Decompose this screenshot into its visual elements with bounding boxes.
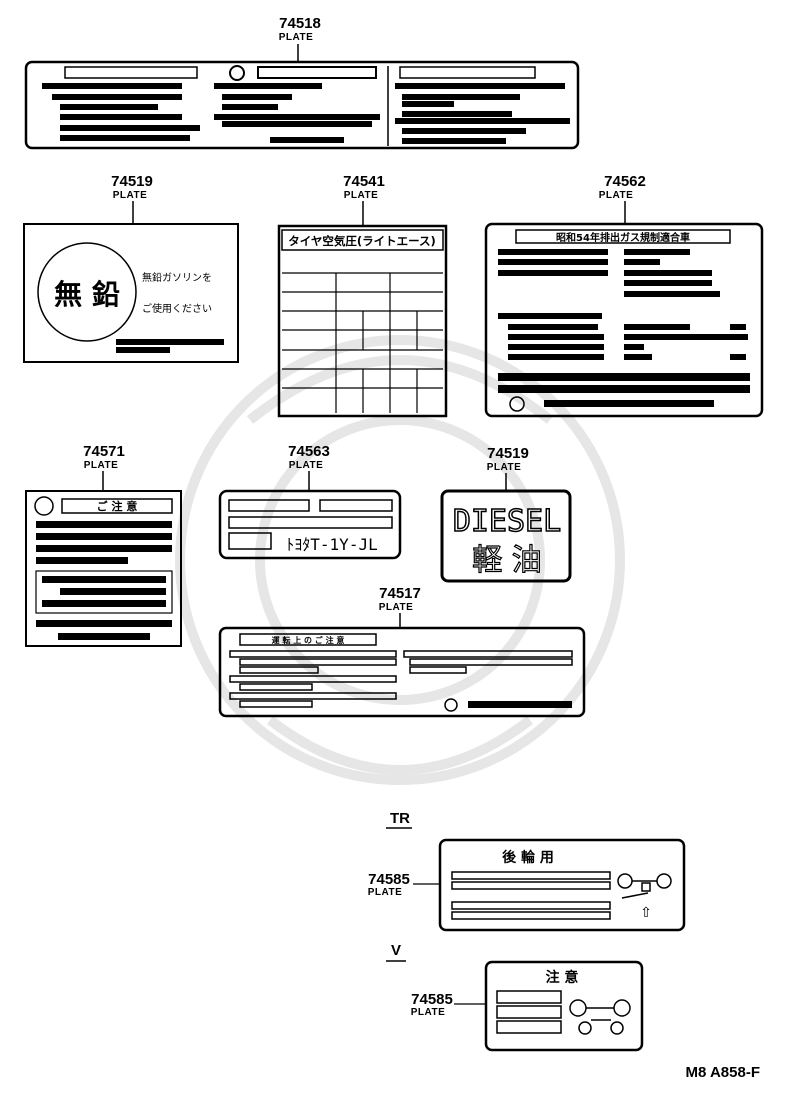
unleaded-big-text: 無 鉛 [54, 278, 120, 311]
part-74563-model: 74563 PLATE ﾄﾖﾀT-1Y-JL [218, 443, 402, 560]
part-label: PLATE [368, 887, 403, 898]
part-74518: 74518 PLATE [24, 15, 580, 150]
part-74541-tire-pressure: 74541 PLATE タイヤ空気圧(ライトエース) [277, 173, 448, 418]
part-label: PLATE [411, 1007, 446, 1018]
tire-pressure-title: タイヤ空気圧(ライトエース) [288, 234, 436, 248]
part-label: PLATE [84, 460, 119, 471]
part-label: PLATE [344, 190, 379, 201]
light-oil-text: 軽 油 [472, 543, 542, 578]
part-number: 74571 [83, 443, 125, 460]
part-label: PLATE [487, 462, 522, 473]
part-number: 74519 [111, 173, 153, 190]
part-74519-diesel: 74519 PLATE DIESEL 軽 油 [440, 445, 572, 583]
up-arrow-icon: ⇧ [640, 905, 652, 921]
part-number: 74562 [604, 173, 646, 190]
variant-label-tr: TR [390, 810, 410, 827]
notice-title: 注 意 [546, 969, 579, 986]
unleaded-line2: ご使用ください [142, 302, 212, 315]
part-74519-unleaded: 74519 PLATE 無 鉛 無鉛ガソリンを ご使用ください [23, 173, 239, 363]
figure-code: M8 A858-F [686, 1064, 760, 1081]
model-code: ﾄﾖﾀT-1Y-JL [286, 535, 377, 554]
part-number: 74585 [411, 991, 453, 1008]
part-label: PLATE [599, 190, 634, 201]
part-number: 74563 [288, 443, 330, 460]
part-label: PLATE [113, 190, 148, 201]
part-number: 74518 [279, 15, 321, 32]
part-74571-caution: 74571 PLATE ご 注 意 [25, 443, 182, 647]
unleaded-line1: 無鉛ガソリンを [142, 271, 212, 284]
part-number: 74517 [379, 585, 421, 602]
diesel-text: DIESEL [453, 504, 561, 539]
part-number: 74585 [368, 871, 410, 888]
caution-title: ご 注 意 [97, 499, 138, 513]
part-number: 74541 [343, 173, 385, 190]
part-number: 74519 [487, 445, 529, 462]
part-74562-emission: 74562 PLATE 昭和54年排出ガス規制適合車 [484, 173, 764, 418]
part-label: PLATE [289, 460, 324, 471]
emission-title: 昭和54年排出ガス規制適合車 [556, 231, 690, 244]
variant-label-v: V [391, 942, 401, 959]
part-74585-tr: TR 74585 PLATE 後 輪 用 ⇧ [368, 810, 686, 932]
rear-wheel-title: 後 輪 用 [502, 849, 554, 866]
part-74585-v: V 74585 PLATE 注 意 [386, 942, 644, 1052]
part-label: PLATE [279, 32, 314, 43]
part-label: PLATE [379, 602, 414, 613]
handling-title: 運 転 上 の ご 注 意 [272, 635, 345, 645]
part-74517-handling: 74517 PLATE 運 転 上 の ご 注 意 [218, 585, 586, 718]
